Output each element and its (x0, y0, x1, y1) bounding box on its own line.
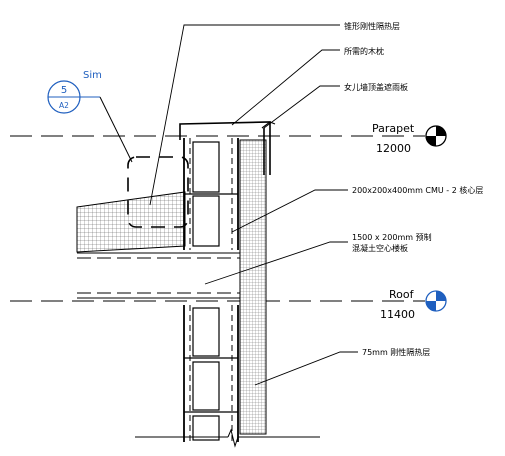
section-number: 5 (61, 85, 67, 96)
parapet-cap-flashing (179, 121, 271, 175)
callout-leaders (149, 24, 358, 386)
parapet-cap-drip (261, 121, 276, 129)
cmu-wall (183, 138, 239, 442)
bottom-break-line (135, 428, 320, 448)
roof-level-elevation: 11400 (380, 308, 415, 321)
section-tag-leader (99, 96, 133, 163)
parapet-level-marker: Parapet 12000 (372, 122, 447, 155)
callout-precast-plank-line1: 1500 x 200mm 预制 (352, 232, 432, 242)
wood-nailer (127, 156, 189, 228)
roof-level-name: Roof (389, 288, 415, 301)
tapered-insulation (76, 191, 186, 253)
callout-tapered-insulation: 锥形刚性隔热层 (344, 21, 400, 31)
callout-cmu-core: 200x200x400mm CMU - 2 核心层 (352, 185, 483, 195)
section-sheet: A2 (59, 101, 69, 110)
section-tag: 5 A2 Sim (47, 70, 102, 114)
rigid-insulation (239, 139, 267, 435)
section-note: Sim (83, 70, 102, 81)
callout-wood-nailer: 所需的木枕 (344, 46, 384, 56)
callout-precast-plank-line2: 混凝土空心楼板 (352, 243, 408, 253)
callout-parapet-cap: 女儿墙顶盖遮雨板 (344, 82, 408, 92)
callout-rigid-insulation: 75mm 刚性隔热层 (362, 347, 430, 357)
parapet-level-elevation: 12000 (376, 142, 411, 155)
roof-level-marker: Roof 11400 (380, 288, 447, 321)
parapet-level-name: Parapet (372, 122, 415, 135)
precast-plank (77, 252, 240, 299)
